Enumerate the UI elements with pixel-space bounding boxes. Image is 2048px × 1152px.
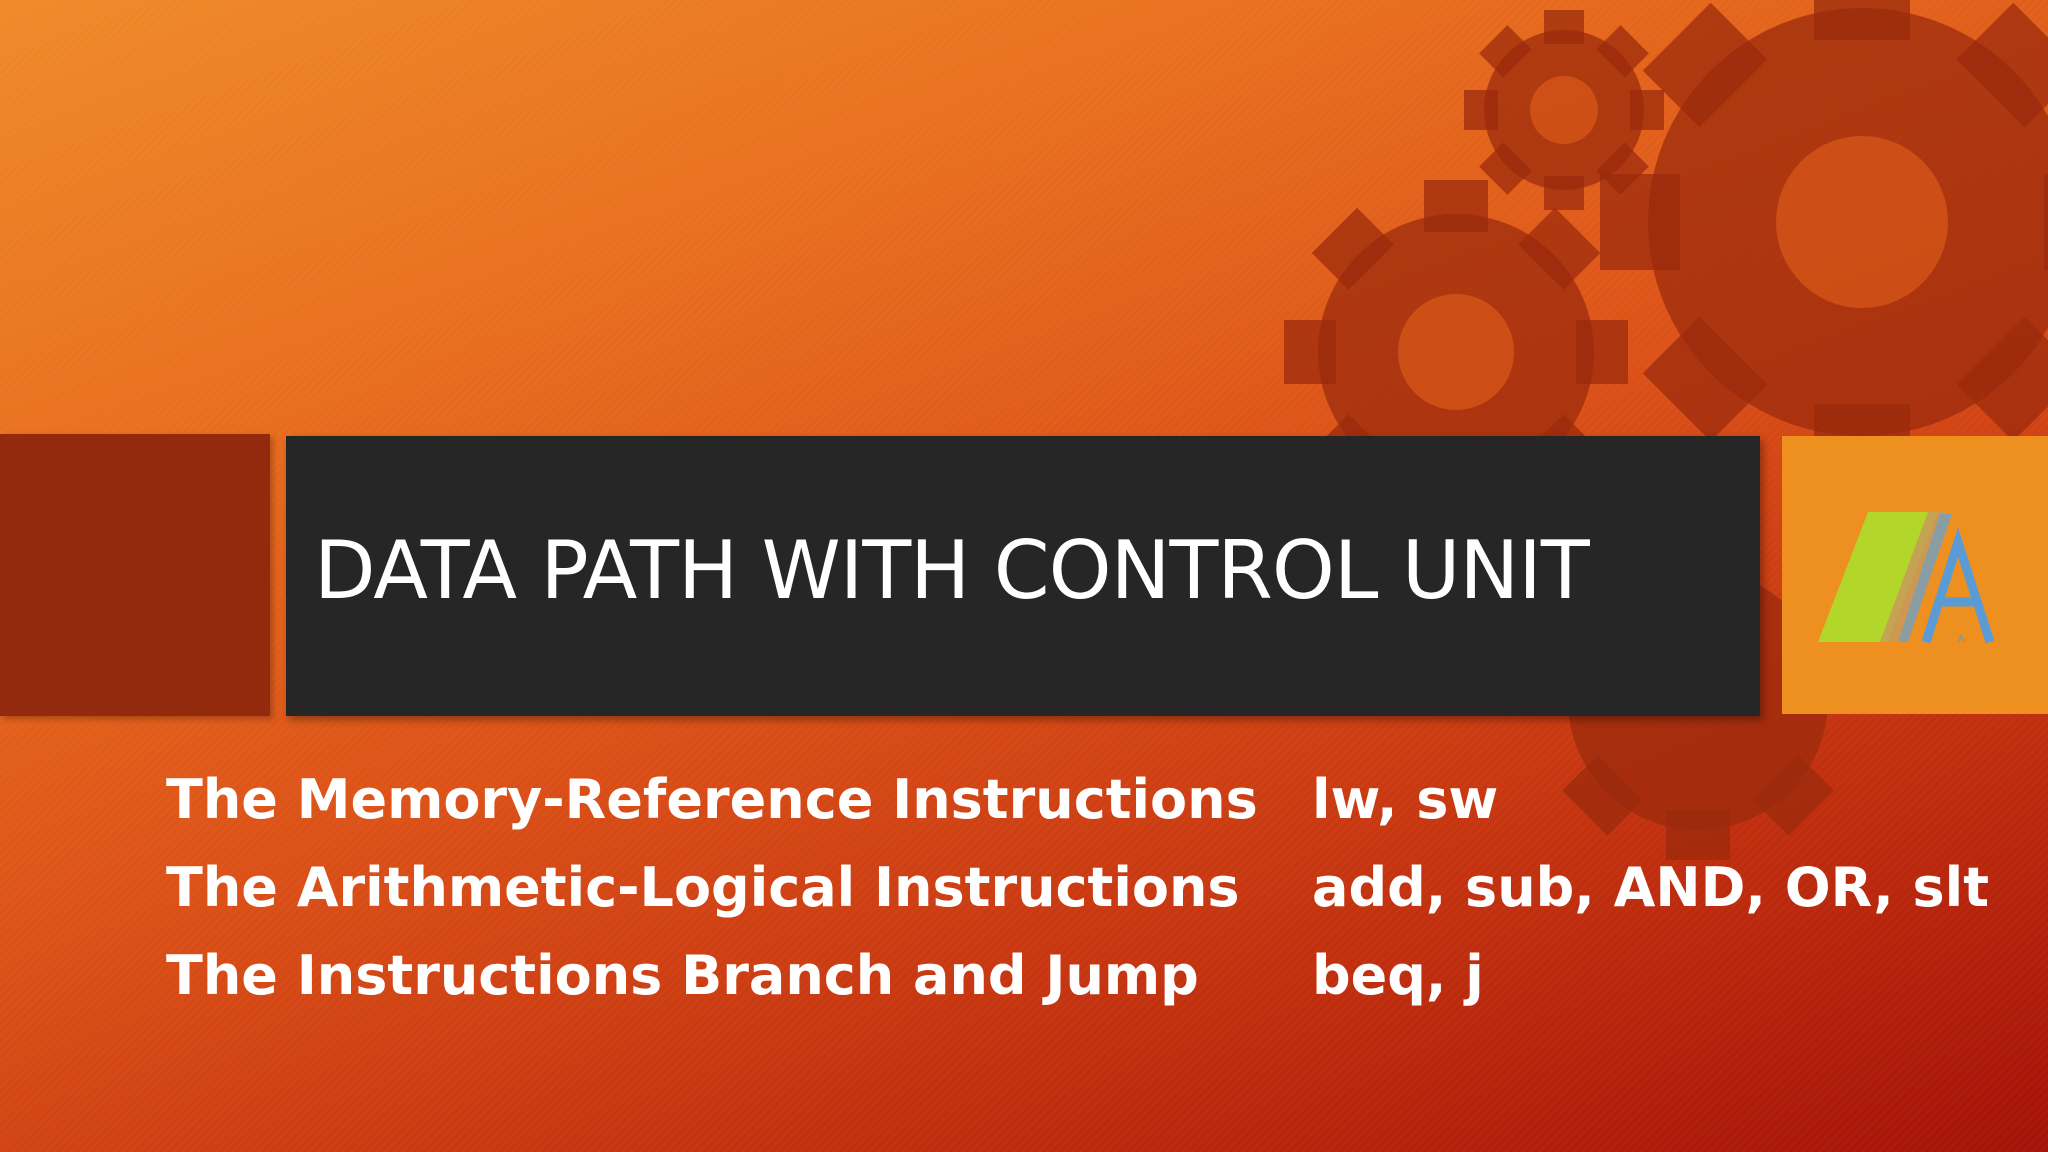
instruction-examples: lw, sw	[1312, 768, 1499, 831]
instruction-list: The Memory-Reference Instructions lw, sw…	[166, 768, 2026, 1032]
instruction-category: The Arithmetic-Logical Instructions	[166, 856, 1240, 919]
book-a-logo-icon: A	[1818, 512, 1995, 645]
instruction-examples: add, sub, AND, OR, slt	[1312, 856, 1990, 919]
list-item: The Memory-Reference Instructions lw, sw	[166, 768, 2026, 856]
slide-title: DATA PATH WITH CONTROL UNIT	[314, 524, 1590, 617]
logo-letter: A	[1958, 634, 1965, 645]
accent-block	[0, 434, 270, 716]
instruction-category: The Instructions Branch and Jump	[166, 944, 1199, 1007]
list-item: The Instructions Branch and Jump beq, j	[166, 944, 2026, 1032]
list-item: The Arithmetic-Logical Instructions add,…	[166, 856, 2026, 944]
title-bar: DATA PATH WITH CONTROL UNIT	[286, 436, 1760, 716]
instruction-category: The Memory-Reference Instructions	[166, 768, 1258, 831]
logo: A	[1782, 436, 2048, 714]
instruction-examples: beq, j	[1312, 944, 1484, 1007]
